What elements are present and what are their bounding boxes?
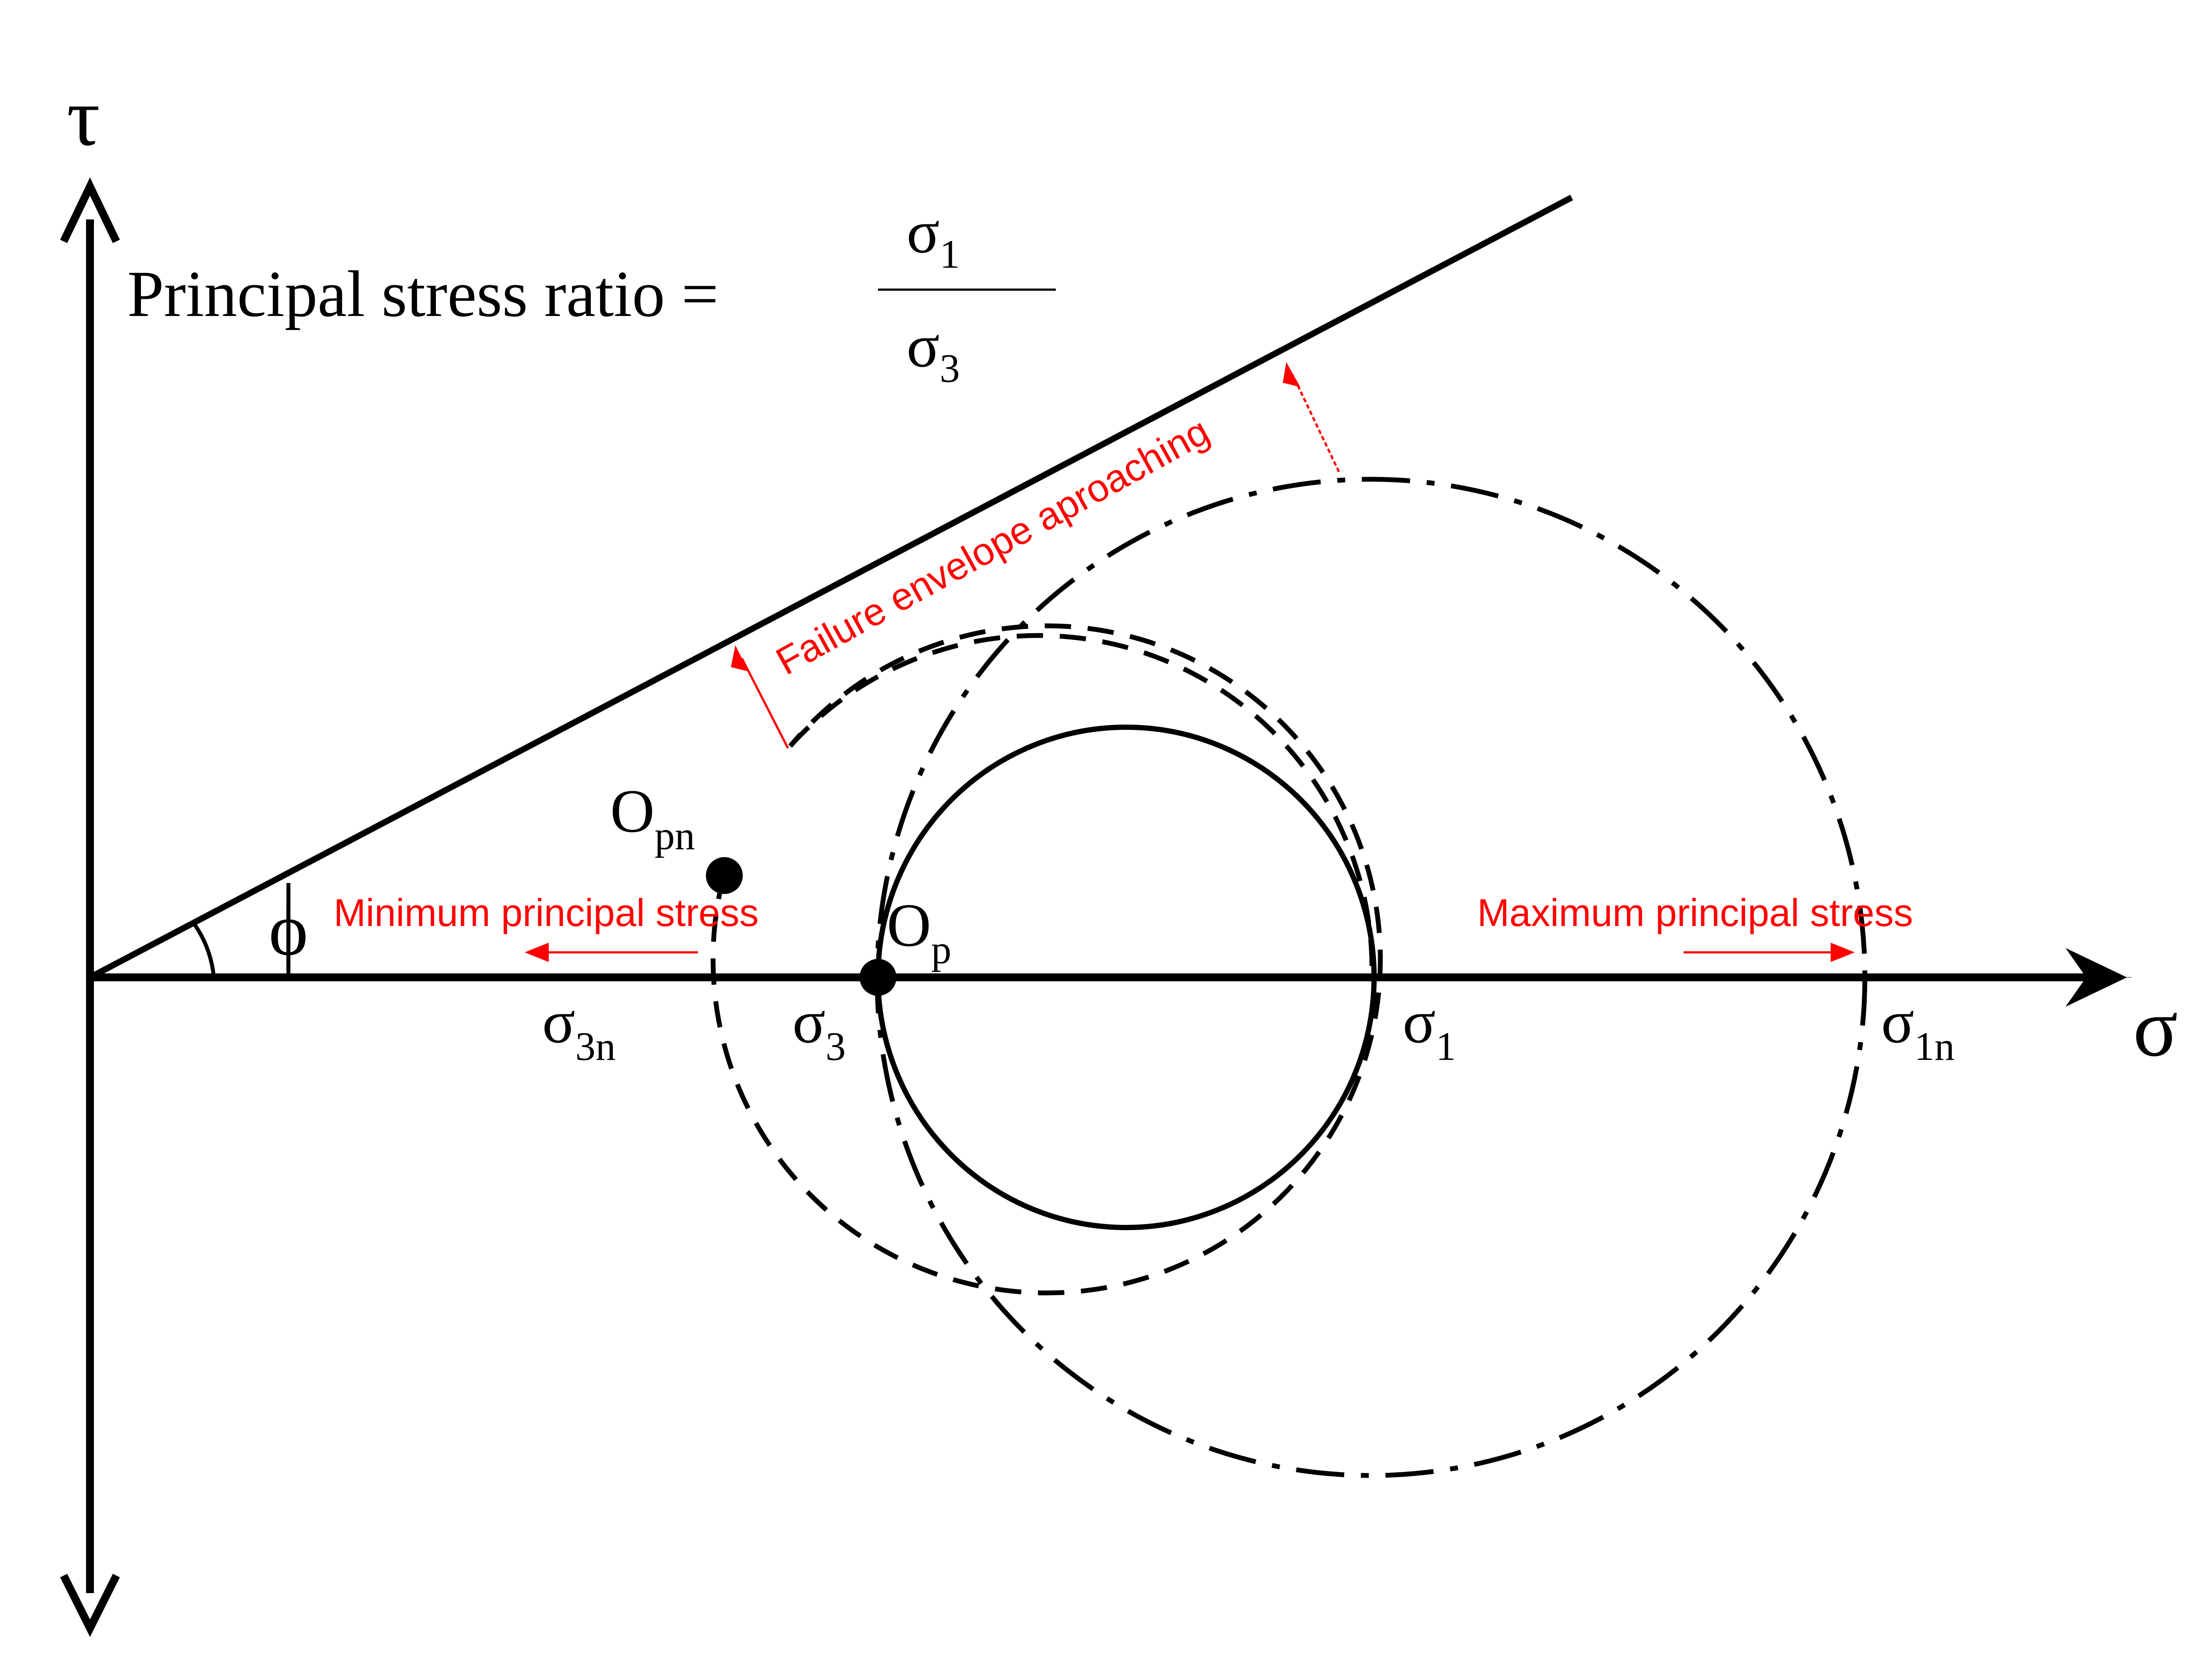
reduced-confinement-circle-upper xyxy=(788,633,1375,978)
sigma1n-label: σ1n xyxy=(1881,988,1954,1069)
formula-numerator: σ1 xyxy=(907,198,960,276)
sigma1-label: σ1 xyxy=(1403,988,1456,1069)
tau-axis-label: τ xyxy=(67,71,100,163)
failure-approach-arrow-left xyxy=(741,657,789,749)
failure-approach-arrow-right xyxy=(1292,374,1340,473)
tau-axis-arrow-up xyxy=(60,177,120,243)
min-principal-annotation: Minimum principal stress xyxy=(334,891,759,962)
pole-op-label: Op xyxy=(887,891,951,972)
sigma3-label: σ3 xyxy=(792,988,846,1069)
min-principal-label: Minimum principal stress xyxy=(334,891,759,934)
reduced-confinement-circle xyxy=(710,623,1383,1296)
sigma-axis xyxy=(90,948,2131,1007)
sigma-axis-label: σ xyxy=(2133,982,2178,1074)
formula-lhs: Principal stress ratio = xyxy=(127,258,719,330)
friction-angle-label: ϕ xyxy=(269,888,308,971)
max-principal-annotation: Maximum principal stress xyxy=(1477,891,1913,962)
max-principal-label: Maximum principal stress xyxy=(1477,891,1913,934)
pole-op-marker xyxy=(860,959,896,996)
principal-stress-ratio-formula: Principal stress ratio = σ1 σ3 xyxy=(127,198,1056,391)
sigma3n-label: σ3n xyxy=(542,988,615,1069)
pole-opn-label: Opn xyxy=(610,777,695,858)
pole-opn-marker xyxy=(706,857,743,894)
friction-angle-arc xyxy=(191,921,216,978)
tau-axis-arrow-down xyxy=(60,1573,120,1637)
failure-envelope-line xyxy=(88,194,1573,980)
tau-axis xyxy=(60,177,120,1637)
formula-denominator: σ3 xyxy=(907,312,960,391)
